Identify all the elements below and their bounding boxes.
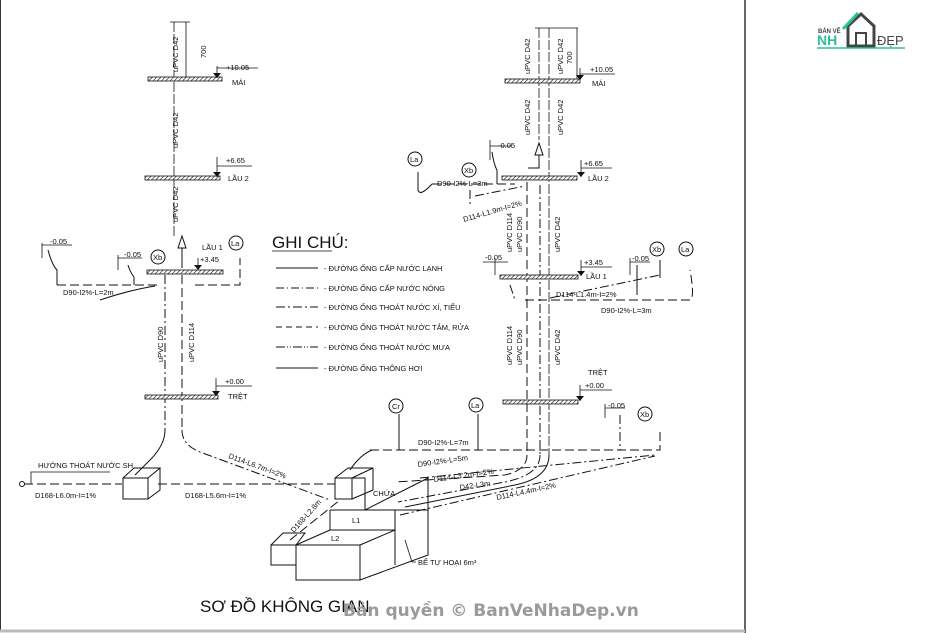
- slab-mai: [147, 76, 223, 82]
- drawing-label: +6.65: [226, 156, 245, 165]
- drawing-label: uPVC D42: [171, 187, 180, 222]
- drawing-label: uPVC D114: [187, 323, 196, 362]
- drawing-label: LẦU 2: [588, 173, 609, 183]
- drawing-label: - ĐƯỜNG ỐNG THOÁT NƯỚC MƯA: [324, 342, 450, 352]
- drawing-label: uPVC D114: [505, 326, 514, 365]
- drawing-label: L1: [352, 516, 360, 525]
- drawing-label: La: [231, 239, 240, 248]
- drawing-label: TRỆT: [588, 368, 608, 377]
- drawing-label: +3.45: [200, 255, 219, 264]
- drawing-label: - ĐƯỜNG ỐNG THOÁT NƯỚC XÍ, TIỂU: [324, 302, 461, 312]
- drawing-label: uPVC D42: [556, 100, 565, 135]
- drawing-label: TRỆT: [228, 392, 248, 401]
- drawing-label: -0.05: [124, 250, 141, 259]
- drawing-label: uPVC D42: [553, 330, 562, 365]
- drawing-label: D168-L6.0m-I=1%: [35, 491, 96, 500]
- drawing-label: +3.45: [584, 258, 603, 267]
- drawing-label: D168-L2.8m: [289, 498, 323, 535]
- drawing-label: BẢN VẼ: [818, 28, 841, 35]
- drawing-label: LẦU 1: [586, 271, 607, 281]
- drawing-label: Xb: [153, 253, 162, 262]
- drawing-label: Cr: [392, 402, 400, 411]
- logo: BẢN VẼ NH ĐẸP: [817, 11, 905, 49]
- drawing-label: ĐẸP: [877, 33, 904, 48]
- drawing-label: +6.65: [584, 159, 603, 168]
- drawing-label: uPVC D42: [171, 37, 180, 72]
- drawing-label: -0.05: [50, 237, 67, 246]
- left-riser: +10.05 MÁI +6.65 LẦU 2 LẦU 1 +3.45 +0.00…: [41, 21, 331, 501]
- drawing-label: D114-L6.7m-I=2%: [227, 451, 287, 480]
- drawing-label: -0.05: [485, 253, 502, 262]
- drawing-label: D114-L4.4m-I=2%: [496, 481, 557, 502]
- drawing-label: LẦU 1: [202, 242, 223, 252]
- drawing-label: D90-I2%-L=2m: [63, 288, 114, 297]
- drawing-label: uPVC D42: [523, 100, 532, 135]
- drawing-label: uPVC D42: [171, 113, 180, 148]
- drawing-label: GHI CHÚ:: [272, 233, 349, 252]
- drawing-label: Xb: [652, 245, 661, 254]
- drawing-label: La: [410, 155, 419, 164]
- drawing-label: +0.00: [225, 377, 244, 386]
- drawing-label: uPVC D42: [553, 217, 562, 252]
- drawing-label: La: [681, 245, 690, 254]
- drawing-label: NH: [817, 32, 837, 48]
- drawing-label: 700: [565, 51, 574, 64]
- drawing-label: D90-I2%-L=3m: [601, 306, 652, 315]
- drawing-label: D42-L3m: [459, 479, 491, 492]
- drawing-label: +0.00: [585, 381, 604, 390]
- drawing-label: Xb: [640, 410, 649, 419]
- septic-system: HƯỚNG THOÁT NƯỚC SH D168-L6.0m-I=1% D168…: [19, 451, 477, 581]
- drawing-label: L2: [331, 534, 339, 543]
- drawing-label: - ĐƯỜNG ỐNG THOÁT NƯỚC TẮM, RỬA: [324, 322, 469, 332]
- drawing-label: -0.05: [632, 254, 649, 263]
- drawing-label: -0.05: [608, 401, 625, 410]
- drawing-label: D90-I2%-L=7m: [418, 438, 469, 447]
- drawing-label: - ĐƯỜNG ỐNG THÔNG HƠI: [324, 363, 422, 373]
- drawing-label: BỂ TỰ HOẠI 6m³: [418, 558, 477, 567]
- drawing-label: CHỨA: [373, 489, 395, 498]
- drawing-label: MÁI: [232, 78, 245, 87]
- drawing-label: uPVC D42: [523, 39, 532, 74]
- drawing-label: LẦU 2: [228, 173, 249, 183]
- drawing-label: - ĐƯỜNG ỐNG CẤP NƯỚC LẠNH: [324, 263, 442, 273]
- slab-tret: [144, 394, 219, 400]
- slab-lau1: [146, 269, 224, 275]
- drawing-label: uPVC D90: [515, 330, 524, 365]
- drawing-title: SƠ ĐỒ KHÔNG GIAN: [200, 597, 370, 616]
- drawing-label: MÁI: [592, 79, 605, 88]
- drawing-label: uPVC D114: [505, 213, 514, 252]
- drawing-label: - ĐƯỜNG ỐNG CẤP NƯỚC NÓNG: [324, 283, 445, 293]
- watermark: Bản quyền © BanVeNhaDep.vn: [343, 600, 639, 621]
- drawing-label: D168-L5.6m-I=1%: [185, 491, 246, 500]
- drawing-label: -0.05: [498, 141, 515, 150]
- legend: GHI CHÚ: - ĐƯỜNG ỐNG CẤP NƯỚC LẠNH - ĐƯỜ…: [272, 233, 469, 373]
- drawing-label: 700: [199, 45, 208, 58]
- drawing-label: uPVC D42: [556, 39, 565, 74]
- drawing-label: HƯỚNG THOÁT NƯỚC SH: [38, 461, 133, 470]
- drawing-label: Xb: [464, 166, 473, 175]
- drawing-label: D90-I2%-L=5m: [417, 453, 468, 469]
- drawing-label: uPVC D90: [156, 327, 165, 362]
- drawing-label: +10.05: [226, 63, 249, 72]
- drawing-label: D114-L1.4m-I=2%: [556, 290, 617, 299]
- drawing-label: +10.05: [590, 65, 613, 74]
- slab-lau2: [144, 175, 221, 181]
- drawing-label: uPVC D90: [515, 217, 524, 252]
- drawing-label: D90-I2%-L=3m: [437, 179, 488, 188]
- drawing-label: La: [471, 401, 480, 410]
